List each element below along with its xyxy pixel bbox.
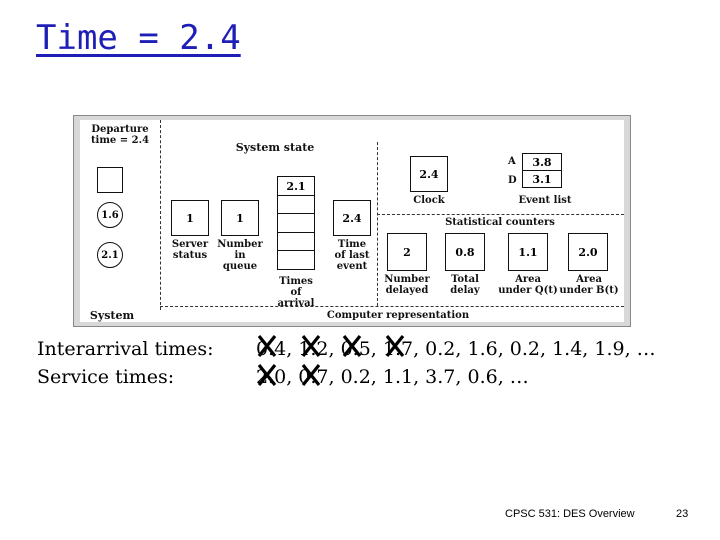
- server-status-label-1: Server: [171, 239, 209, 250]
- arrival-time-cell: 2.1: [277, 176, 315, 196]
- event-list-value-d: 3.1: [522, 170, 562, 188]
- number-in-queue-label-3: queue: [222, 261, 258, 272]
- left-divider: [160, 120, 161, 310]
- times-of-arrival-label-3: arrival: [277, 298, 315, 309]
- departure-line-2: time = 2.4: [90, 135, 150, 146]
- cross-out-icon: [385, 335, 405, 357]
- departing-customer-box: [97, 167, 123, 193]
- customer-circle-2: 2.1: [97, 242, 123, 268]
- arrival-time-cell: [277, 231, 315, 252]
- service-label: Service times:: [37, 366, 175, 388]
- event-list-key-d: D: [508, 175, 517, 186]
- cross-out-icon: [301, 364, 321, 386]
- cross-out-icon: [342, 335, 362, 357]
- bottom-divider: [160, 306, 624, 307]
- clock-label: Clock: [413, 195, 445, 206]
- service-values: 2.0, 0.7, 0.2, 1.1, 3.7, 0.6, …: [256, 366, 529, 388]
- event-list-value-a: 3.8: [522, 153, 562, 171]
- time-of-last-event-box: 2.4: [333, 200, 371, 236]
- event-list-key-a: A: [508, 156, 516, 167]
- arrival-time-cell: [277, 250, 315, 270]
- counters-divider: [377, 214, 624, 215]
- cross-out-icon: [257, 364, 277, 386]
- departure-line-1: Departure: [91, 124, 149, 135]
- times-of-arrival-label-2: of: [290, 287, 302, 298]
- counter-label-2: under B(t): [559, 285, 619, 296]
- event-list-label: Event list: [518, 195, 572, 206]
- time-of-last-event-label-1: Time: [337, 239, 367, 250]
- counter-total-delay-box: 0.8: [445, 233, 485, 271]
- page-number: 23: [676, 508, 689, 520]
- statistical-counters-label: Statistical counters: [445, 217, 555, 228]
- time-of-last-event-label-3: event: [336, 261, 368, 272]
- counter-area-q-box: 1.1: [508, 233, 548, 271]
- system-state-label: System state: [235, 141, 315, 154]
- times-of-arrival-label-1: Times: [279, 276, 313, 287]
- cross-out-icon: [257, 335, 277, 357]
- server-status-label: Server status: [164, 239, 216, 261]
- counter-area-b-label: Area under B(t): [554, 274, 624, 296]
- counter-total-delay-label: Total delay: [436, 274, 494, 296]
- footer-course: CPSC 531: DES Overview: [505, 508, 635, 520]
- customer-circle-1: 1.6: [97, 202, 123, 228]
- arrival-times-stack: 2.1: [277, 176, 315, 270]
- system-label: System: [89, 309, 135, 322]
- counter-label-2: delay: [450, 285, 480, 296]
- counter-area-b-box: 2.0: [568, 233, 608, 271]
- departure-time-label: Departure time = 2.4: [84, 124, 156, 146]
- cross-out-icon: [301, 335, 321, 357]
- time-of-last-event-label: Time of last event: [326, 239, 378, 272]
- figure-canvas: Departure time = 2.4 1.6 2.1 System Syst…: [80, 120, 624, 322]
- number-in-queue-label: Number in queue: [214, 239, 266, 272]
- counter-label-1: Number: [384, 274, 430, 285]
- number-in-queue-box: 1: [221, 200, 259, 236]
- server-status-box: 1: [171, 200, 209, 236]
- times-of-arrival-label: Times of arrival: [270, 276, 322, 309]
- time-of-last-event-label-2: of last: [334, 250, 370, 261]
- middle-divider: [377, 142, 378, 306]
- counter-label-2: delayed: [385, 285, 429, 296]
- clock-box: 2.4: [410, 156, 448, 192]
- number-in-queue-label-2: in: [234, 250, 246, 261]
- counter-number-delayed-box: 2: [387, 233, 427, 271]
- counter-label-2: under Q(t): [498, 285, 558, 296]
- counter-label-1: Area: [515, 274, 541, 285]
- arrival-time-cell: [277, 194, 315, 215]
- arrival-time-cell: [277, 213, 315, 233]
- interarrival-label: Interarrival times:: [37, 338, 214, 360]
- counter-label-1: Area: [576, 274, 602, 285]
- server-status-label-2: status: [172, 250, 208, 261]
- number-in-queue-label-1: Number: [217, 239, 263, 250]
- counter-area-q-label: Area under Q(t): [492, 274, 564, 296]
- slide-title: Time = 2.4: [36, 18, 241, 58]
- simulation-figure: Departure time = 2.4 1.6 2.1 System Syst…: [73, 115, 631, 327]
- computer-representation-label: Computer representation: [326, 310, 470, 321]
- counter-number-delayed-label: Number delayed: [378, 274, 436, 296]
- counter-label-1: Total: [451, 274, 479, 285]
